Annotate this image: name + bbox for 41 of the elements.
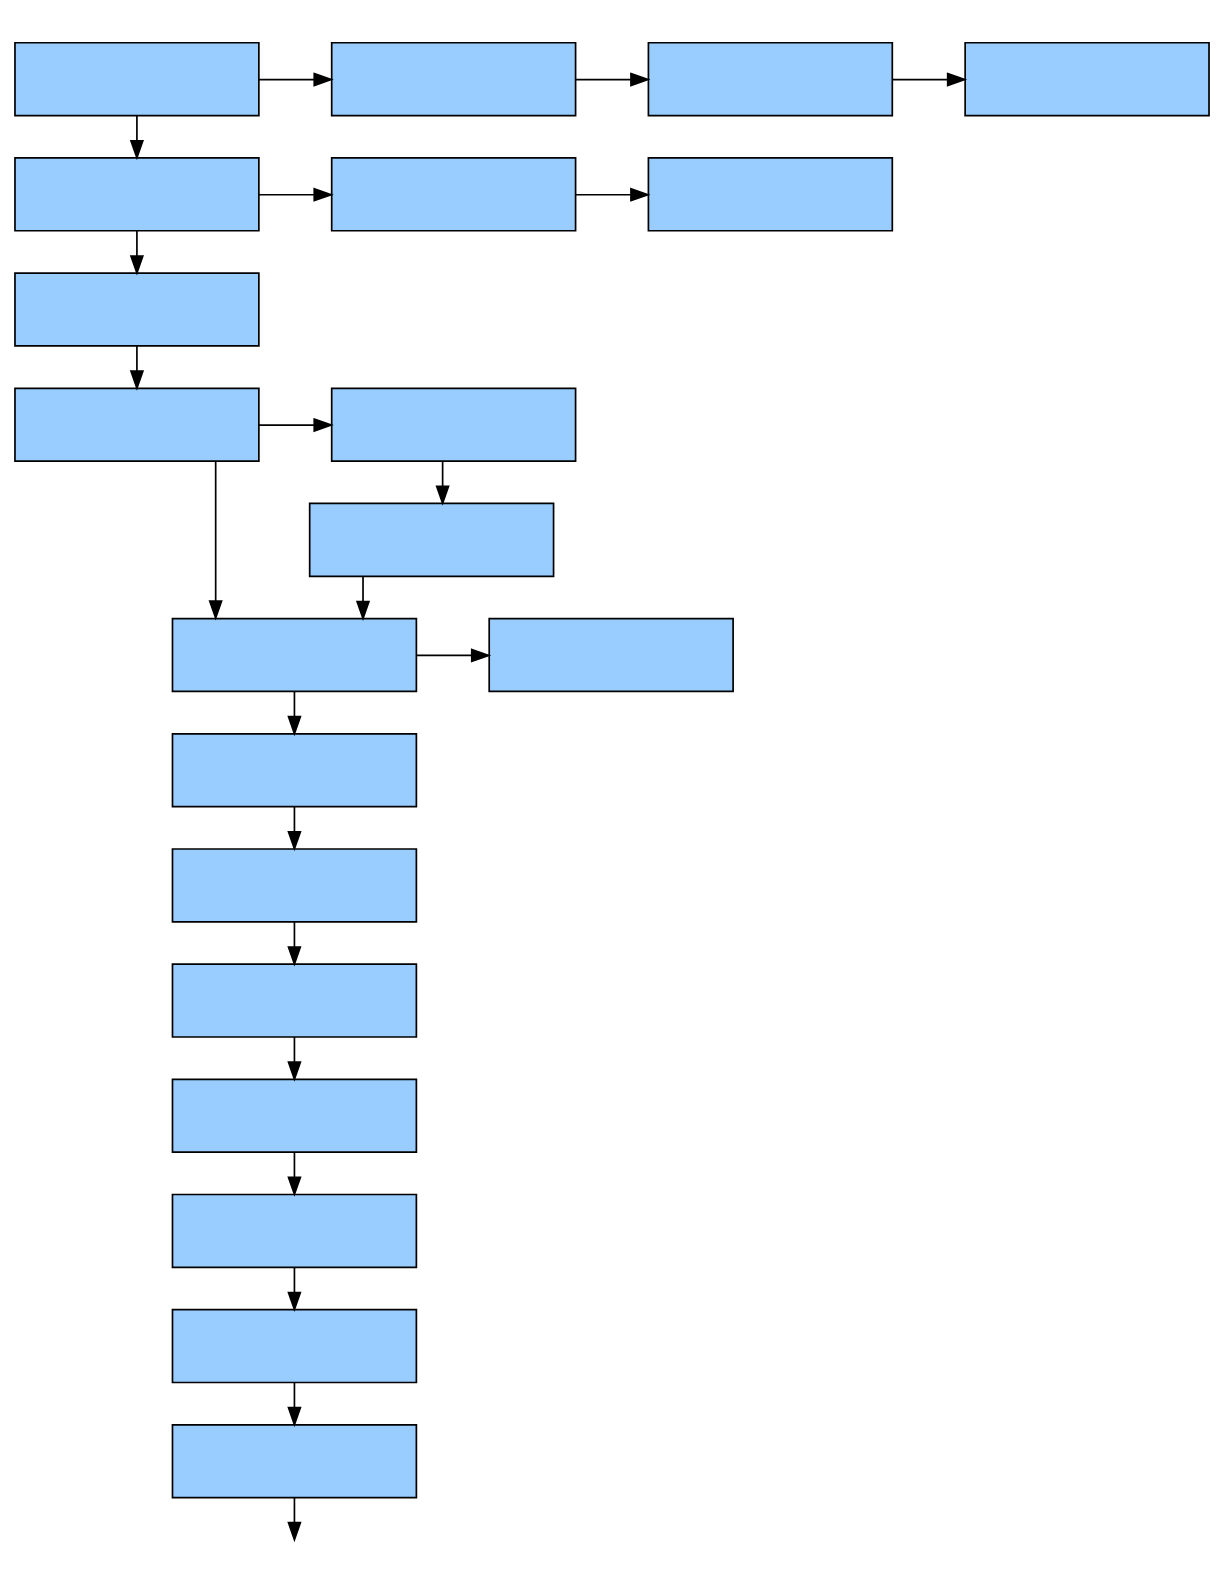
- node-box: [330, 41, 577, 117]
- arrow: [355, 575, 371, 621]
- arrow: [287, 1036, 302, 1082]
- arrow: [415, 648, 492, 663]
- arrow: [287, 1266, 302, 1313]
- node-box: [171, 617, 418, 693]
- arrow: [287, 1496, 302, 1543]
- arrow: [258, 417, 334, 433]
- node-box: [488, 617, 734, 693]
- arrow: [208, 460, 223, 621]
- node-box: [171, 1193, 418, 1269]
- node-box: [647, 41, 894, 117]
- node-box: [171, 963, 418, 1038]
- arrow: [891, 72, 968, 87]
- arrow: [258, 187, 334, 202]
- arrow: [287, 690, 302, 737]
- arrow: [287, 805, 302, 852]
- node-box: [647, 157, 894, 232]
- node-box: [14, 157, 260, 232]
- node-box: [171, 732, 418, 808]
- node-box: [330, 387, 577, 462]
- arrow: [574, 187, 651, 202]
- arrow: [129, 229, 145, 276]
- arrow: [258, 72, 334, 87]
- node-box: [171, 1308, 418, 1384]
- node-box: [171, 848, 418, 923]
- arrow: [287, 921, 302, 967]
- arrow: [435, 460, 450, 506]
- node-box: [308, 502, 555, 578]
- arrow: [287, 1381, 302, 1428]
- node-box: [14, 41, 260, 117]
- node-box: [964, 41, 1210, 117]
- node-box: [171, 1424, 418, 1499]
- arrow: [574, 72, 651, 87]
- node-box: [330, 157, 577, 232]
- arrow: [287, 1151, 302, 1197]
- node-box: [14, 272, 260, 347]
- node-box: [171, 1078, 418, 1153]
- arrow: [129, 345, 145, 391]
- arrow: [129, 114, 145, 161]
- node-box: [14, 387, 260, 462]
